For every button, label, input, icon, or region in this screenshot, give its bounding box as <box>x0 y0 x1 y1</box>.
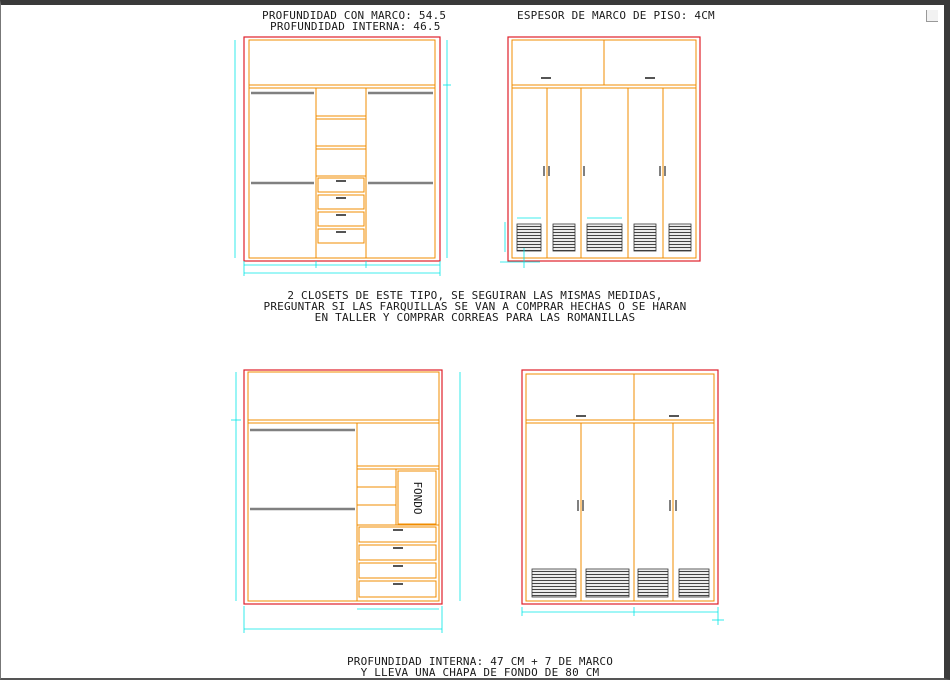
internal-depth-note: PROFUNDIDAD INTERNA: 46.5 <box>270 20 441 33</box>
window-corner-handle[interactable] <box>926 10 938 22</box>
bottom-back-panel-note: Y LLEVA UNA CHAPA DE FONDO DE 80 CM <box>360 666 600 679</box>
closet-2-front-frame <box>521 369 719 605</box>
instructions-note-line-2: PREGUNTAR SI LAS FARQUILLAS SE VAN A COM… <box>263 300 687 313</box>
floor-frame-thickness-note: ESPESOR DE MARCO DE PISO: 4CM <box>517 9 715 22</box>
bottom-depth-note: PROFUNDIDAD INTERNA: 47 CM + 7 DE MARCO <box>346 655 614 668</box>
instructions-note-line-1: 2 CLOSETS DE ESTE TIPO, SE SEGUIRAN LAS … <box>287 289 663 302</box>
closet-1-front-frame <box>507 36 701 262</box>
closet-2-front-elevation <box>521 369 724 625</box>
fondo-label: FONDO <box>411 481 424 515</box>
depth-with-frame-note: PROFUNDIDAD CON MARCO: 54.5 <box>262 9 447 22</box>
closet-1-front-elevation <box>500 36 701 268</box>
closet-2-interior-frame <box>243 369 443 605</box>
closet-2-interior-elevation <box>231 369 461 633</box>
closet-1-interior-frame <box>243 36 441 262</box>
closet-2-front-body <box>525 373 715 602</box>
instructions-note-line-3: EN TALLER Y COMPRAR CORREAS PARA LAS ROM… <box>314 311 636 324</box>
closet-1-interior-elevation <box>234 36 451 276</box>
